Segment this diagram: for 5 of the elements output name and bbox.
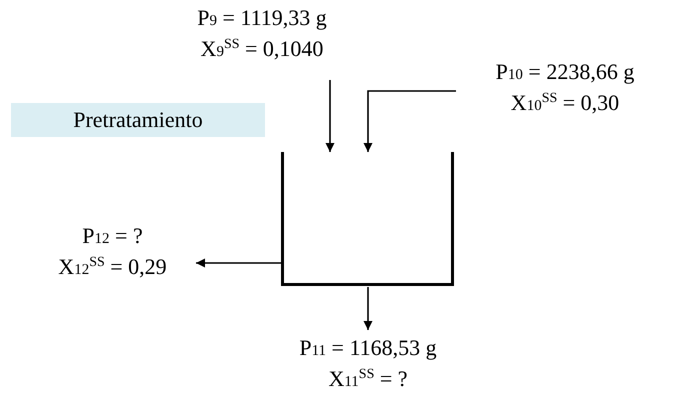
arrow (326, 80, 334, 152)
arrow (364, 287, 372, 330)
title-band: Pretratamiento (11, 103, 265, 137)
arrow (196, 258, 281, 268)
arrow (364, 90, 456, 152)
